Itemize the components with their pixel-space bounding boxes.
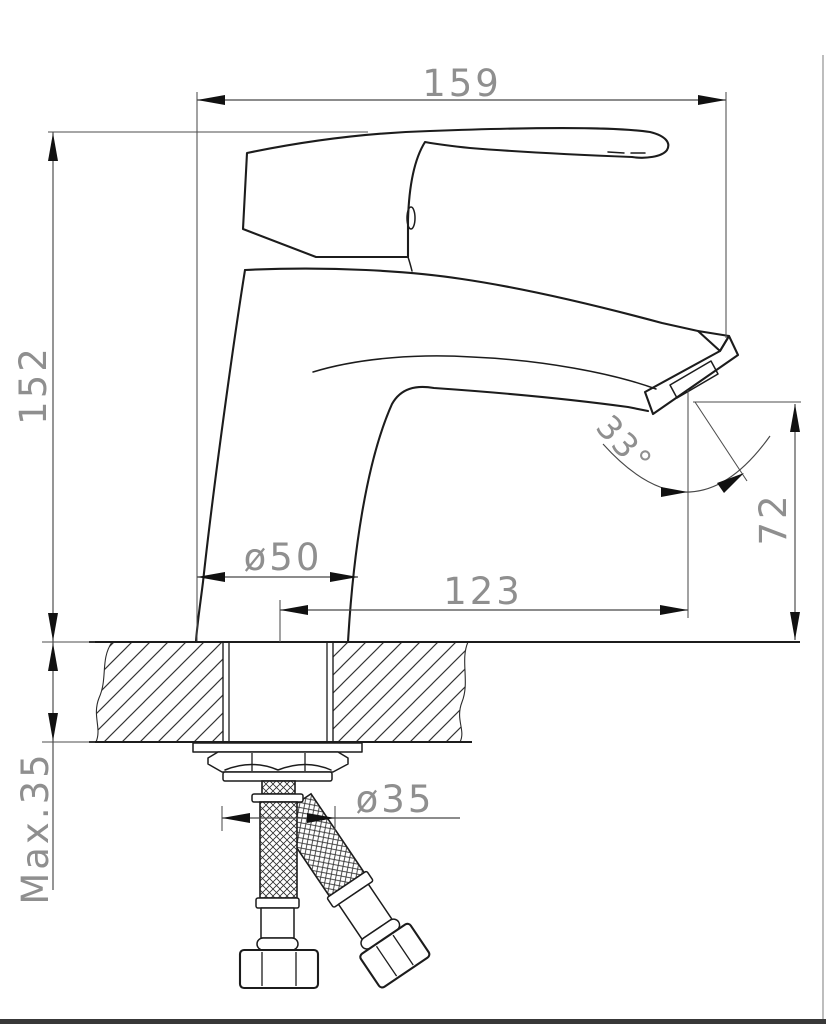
page-bottom-bar [0,1019,826,1024]
arrowhead [222,813,250,823]
arrowhead [698,95,726,105]
spout-tip-facet [696,329,731,353]
hose-nut [359,922,431,989]
hose-braid [259,801,298,899]
spout-contour-line [312,355,657,390]
dimension-annotations: 159 152 Max.35 ø50 123 72 [12,62,801,905]
hose-nut [238,948,320,990]
spout-underside [346,385,650,644]
arrowhead [48,613,58,641]
hose-collar [255,897,300,909]
countertop-hatch-left [95,641,224,743]
arrowhead [48,133,58,161]
dim-label-base-diameter: ø50 [244,536,323,579]
hose-bead [256,937,299,951]
mounting-hardware [192,742,363,782]
dim-label-spout-angle: 33° [588,407,660,481]
handle-tip-detail [607,151,646,154]
dim-label-overall-height: 152 [12,345,55,425]
dim-label-washer-diameter: ø35 [356,778,435,821]
mounting-nut-chamfer [224,763,332,771]
bonnet-connector [407,256,413,272]
hose-diagonal [275,792,431,989]
arrowhead [717,473,744,493]
arrowhead [660,605,688,615]
handle-lever [241,127,670,259]
dim-label-overall-width: 159 [422,62,502,105]
arrowhead [790,404,800,432]
hose-collar [251,793,304,803]
handle-joint-detail [406,206,416,230]
countertop-hatch-right [332,641,469,743]
dim-label-spout-reach: 123 [443,570,523,613]
dim-label-outlet-height: 72 [752,492,795,545]
hose-tube [260,907,295,939]
hose-nut-facet [375,945,398,977]
arrowhead [48,643,58,671]
arrowhead [790,612,800,640]
arrowhead [330,572,358,582]
dim-33-flow-line [694,401,748,482]
aerator-outlet [669,360,719,399]
arrowhead [661,487,688,497]
countertop-section [89,641,800,743]
spout-top-edge [243,267,700,333]
arrowhead [307,813,335,823]
arrowhead [48,713,58,741]
body-left-edge [194,268,247,644]
arrowhead [197,95,225,105]
hose-nut-facet [392,934,414,966]
mounting-plate [192,742,363,753]
dim-33-arc [602,435,771,493]
arrowhead [280,605,308,615]
shank-washer [222,771,333,782]
aerator-block [643,334,740,416]
mounting-nut [207,751,349,773]
faucet-body [194,127,740,644]
dim-label-max-counter-thickness: Max.35 [14,751,57,904]
hose-braid [261,780,296,795]
arrowhead [197,572,225,582]
